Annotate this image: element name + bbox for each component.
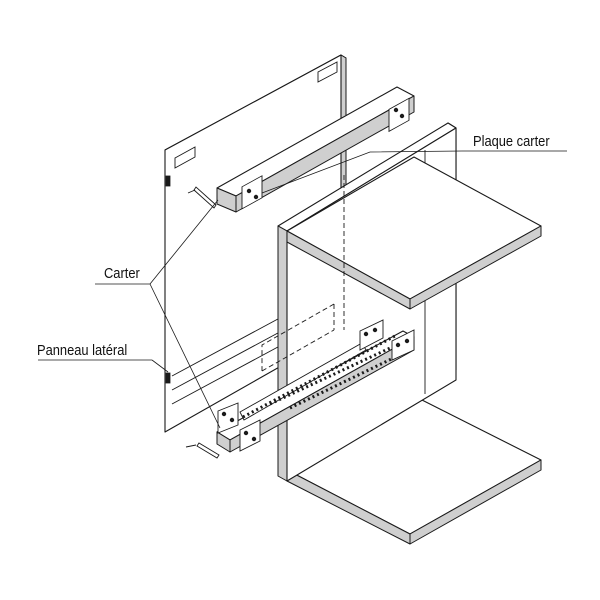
plaque-carter-plate — [216, 86, 415, 213]
carter-screw-bottom — [185, 442, 220, 459]
carter-screw-top — [187, 186, 217, 209]
box-brackets — [359, 319, 415, 361]
hidden-lines — [261, 175, 345, 372]
label-plaque-carter: Plaque carter — [473, 132, 550, 149]
leader-lines — [38, 150, 567, 429]
label-panneau-lateral: Panneau latéral — [37, 341, 127, 358]
dotted-tracks — [242, 334, 411, 419]
label-carter: Carter — [104, 264, 140, 281]
